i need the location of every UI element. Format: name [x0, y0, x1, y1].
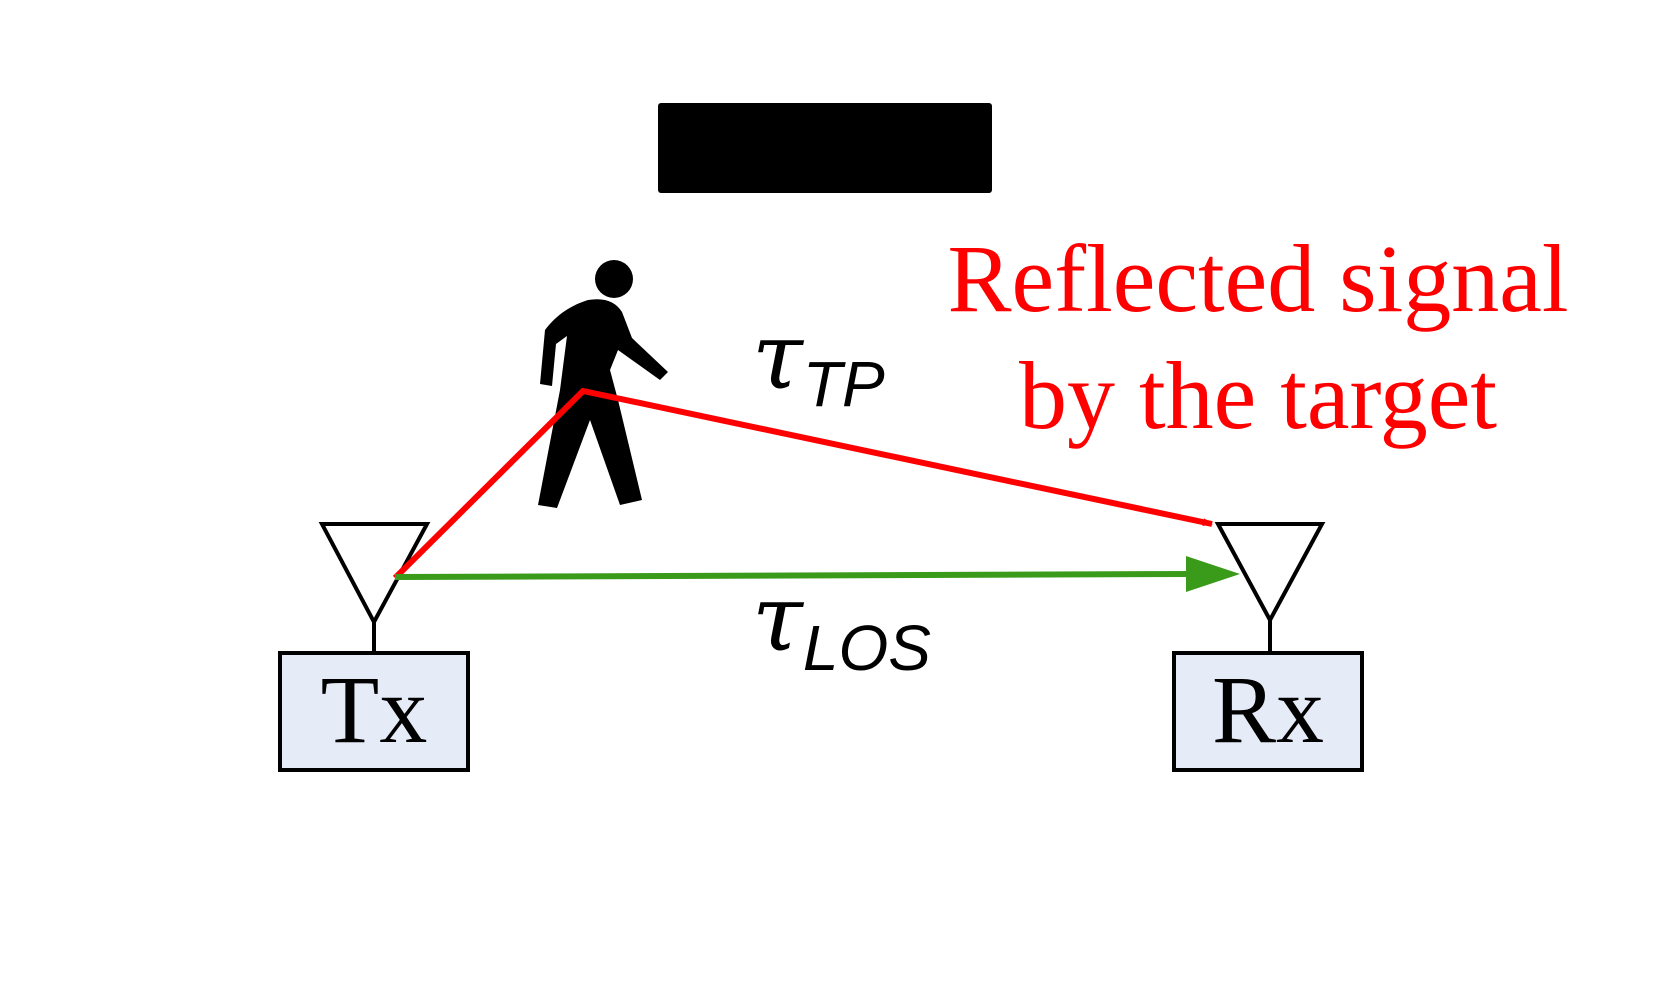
reflected-signal-path	[392, 387, 1213, 581]
tau-los-label: τLOS	[752, 565, 931, 684]
redaction-bar	[658, 103, 992, 193]
tx-box: Tx	[278, 651, 470, 772]
pedestrian-icon	[538, 260, 668, 508]
los-signal-path	[394, 556, 1240, 592]
tx-label: Tx	[321, 656, 428, 763]
rx-label: Rx	[1212, 656, 1324, 763]
tx-antenna-icon	[318, 522, 431, 652]
rx-box: Rx	[1172, 651, 1364, 772]
tau-los-symbol: τ	[752, 565, 805, 672]
reflected-annotation-line2: by the target	[1019, 342, 1497, 449]
rx-antenna-icon	[1214, 522, 1326, 652]
tau-tp-symbol: τ	[752, 303, 805, 410]
tau-los-subscript: LOS	[803, 612, 931, 684]
reflected-annotation-line1: Reflected signal	[947, 225, 1568, 332]
tau-tp-subscript: TP	[803, 348, 885, 420]
tau-tp-label: τTP	[752, 303, 885, 420]
